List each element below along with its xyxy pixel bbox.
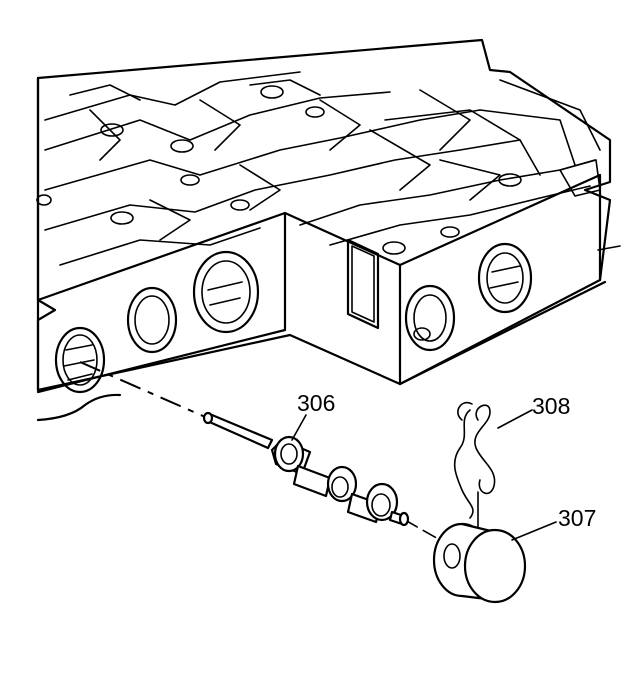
leader-307 [511, 521, 557, 541]
leader-308 [497, 409, 533, 429]
leader-306 [291, 414, 307, 441]
callout-306: 306 [297, 390, 335, 416]
valve-body-illustration [36, 38, 621, 422]
callout-308: 308 [532, 393, 570, 419]
bore-plug-illustration [432, 522, 527, 604]
assembly-centerline [79, 361, 213, 421]
spool-valve-illustration [202, 411, 410, 527]
assembly-centerline-lower [404, 519, 441, 541]
callout-307: 307 [558, 505, 596, 531]
retainer-clip-illustration [453, 401, 496, 519]
